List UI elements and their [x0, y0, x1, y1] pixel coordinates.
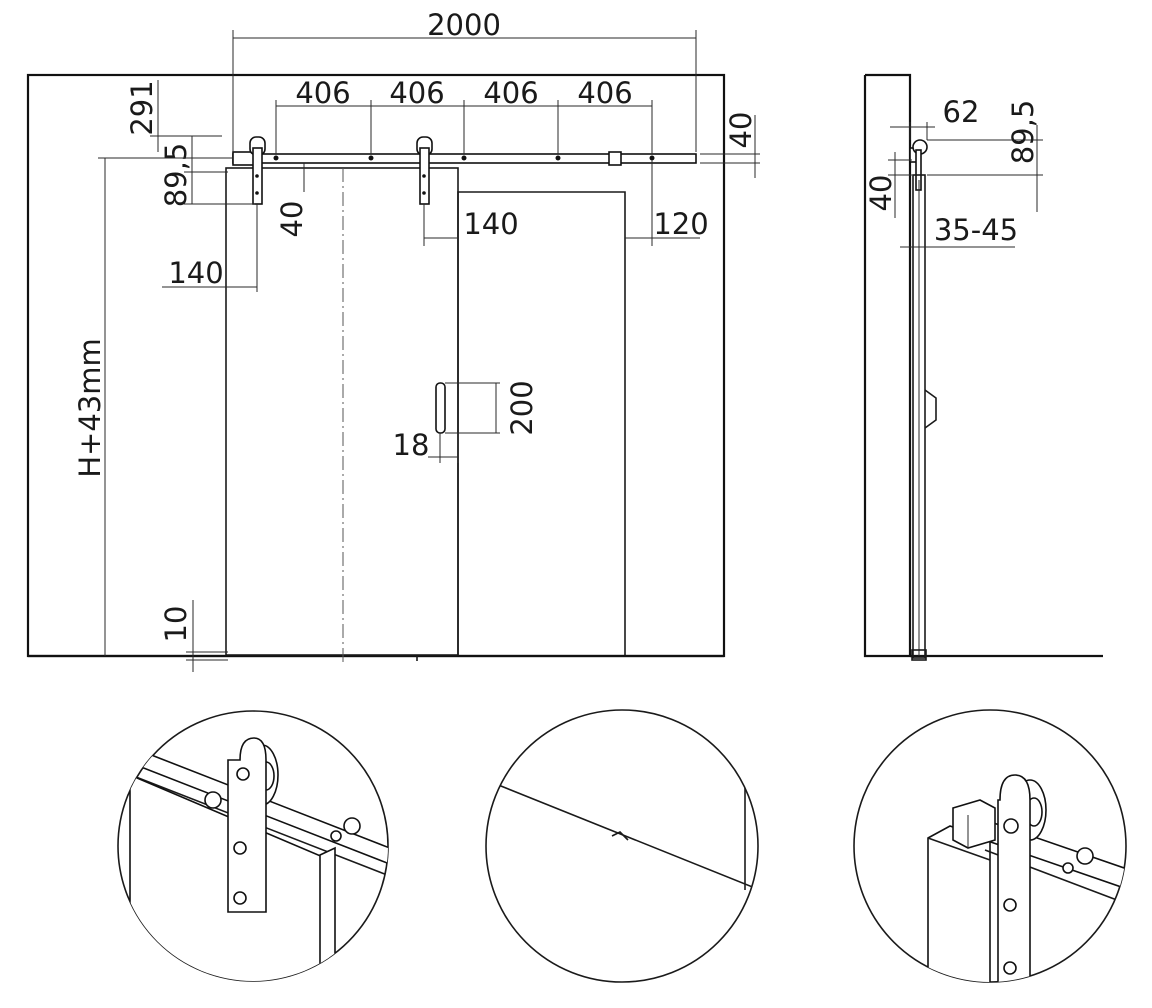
- rail-bolts: [273, 155, 655, 161]
- hanger-center: [416, 136, 433, 205]
- dim-side-door-thickness-label: 35-45: [934, 213, 1018, 247]
- side-wall: [863, 73, 912, 658]
- dim-hanger-to-door-label: 40: [275, 201, 309, 238]
- side-handle: [924, 389, 937, 429]
- dim-side-hanger-height-label: 89,5: [1006, 100, 1040, 165]
- dim-handle-offset-label: 18: [393, 428, 430, 462]
- dim-rail-spacing: 406 406 406 406: [275, 76, 653, 154]
- dim-handle-length-label: 200: [505, 380, 539, 435]
- dim-side-rail-depth: 62: [890, 95, 979, 140]
- dim-overall-width-label: 2000: [427, 8, 501, 42]
- dim-top-offset: 291: [125, 80, 222, 152]
- door-handle: [435, 382, 446, 434]
- dim-hanger-inset-left: 140: [162, 204, 258, 292]
- rail-bolt: [461, 155, 467, 161]
- dim-overall-width: 2000: [232, 8, 697, 152]
- hanger-left: [249, 136, 266, 205]
- floor-guide-detail: [485, 709, 759, 983]
- hanger-detail: [117, 710, 389, 982]
- dim-handle-length: 200: [445, 380, 539, 436]
- rail-bolt: [555, 155, 561, 161]
- front-view: 2000 406 406 406 406 291 89,5: [26, 8, 760, 672]
- dim-hanger-inset-center: 140: [423, 204, 519, 246]
- dim-handle-offset: 18: [393, 428, 459, 463]
- dim-top-offset-label: 291: [125, 80, 159, 135]
- rail-stop-detail: [853, 709, 1127, 983]
- dim-spacing-3: 406: [483, 76, 538, 110]
- dim-floor-gap-label: 10: [159, 606, 193, 643]
- dim-side-hanger-height: 89,5: [927, 100, 1043, 212]
- dim-hanger-to-door: 40: [275, 163, 309, 237]
- dim-side-rail-height: 40: [864, 152, 912, 218]
- dim-hanger-inset-center-label: 140: [463, 207, 518, 241]
- rail-bolt: [649, 155, 655, 161]
- dim-spacing-4: 406: [577, 76, 632, 110]
- door-opening: [457, 191, 626, 655]
- dim-spacing-1: 406: [295, 76, 350, 110]
- dim-hanger-height-label: 89,5: [159, 143, 193, 208]
- dim-opening-overlap-label: 120: [653, 207, 708, 241]
- dim-side-rail-height-label: 40: [864, 175, 898, 212]
- side-floor-guide: [911, 649, 927, 661]
- dim-rail-height: 40: [700, 112, 760, 178]
- dim-spacing-2: 406: [389, 76, 444, 110]
- door-panel: [225, 167, 459, 656]
- dim-opening-overlap: 120: [625, 160, 709, 246]
- rail-stop-right: [608, 151, 622, 166]
- rail-bolt: [368, 155, 374, 161]
- dim-side-door-thickness: 35-45: [900, 213, 1018, 248]
- dim-rail-height-label: 40: [724, 112, 758, 149]
- dim-hanger-inset-left-label: 140: [168, 256, 223, 290]
- side-door: [912, 174, 926, 659]
- dim-total-height-label: H+43mm: [73, 338, 107, 478]
- dim-hanger-height: 89,5: [159, 136, 255, 207]
- dim-side-rail-depth-label: 62: [943, 95, 980, 129]
- rail-bolt: [273, 155, 279, 161]
- dim-total-height: H+43mm: [73, 157, 233, 656]
- side-view: 62 89,5 40 35-45: [863, 73, 1103, 661]
- dim-floor-gap: 10: [159, 600, 228, 672]
